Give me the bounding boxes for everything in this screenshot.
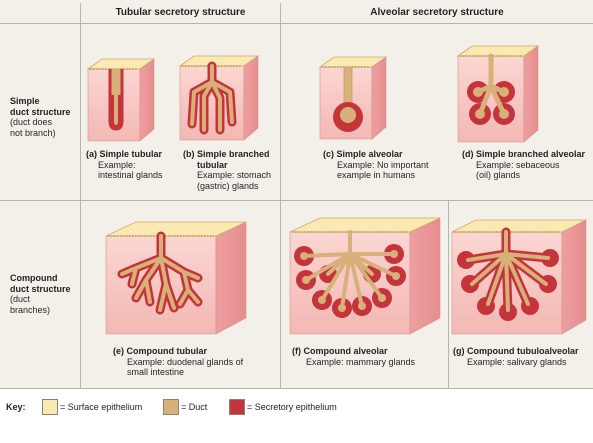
gland-c-illustration	[318, 56, 388, 140]
caption-line: example in humans	[337, 170, 416, 180]
row-label-simple: Simple duct structure (duct does not bra…	[10, 96, 71, 138]
caption-d: (d) Simple branched alveolar Example: se…	[462, 149, 585, 181]
secretory-swatch	[229, 399, 245, 415]
caption-line: (gastric) glands	[197, 180, 259, 191]
caption-line: Example: stomach	[197, 170, 272, 180]
gland-e-illustration	[105, 221, 247, 335]
grid-line	[80, 3, 81, 388]
header-alveolar: Alveolar secretory structure	[370, 7, 504, 18]
caption-line: small intestine	[127, 367, 185, 377]
caption-b: (b) Simple branched tubular Example: sto…	[183, 149, 271, 191]
caption-title: (d) Simple branched alveolar	[462, 149, 586, 159]
grid-line	[448, 200, 449, 388]
caption-f: (f) Compound alveolar Example: mammary g…	[292, 346, 415, 367]
caption-line: (oil) glands	[476, 170, 521, 180]
row-sub: not branch)	[10, 127, 56, 138]
key-surface: = Surface epithelium	[60, 402, 143, 412]
grid-line	[0, 23, 593, 24]
caption-title: (g) Compound tubuloalveolar	[453, 346, 579, 356]
gland-d-illustration	[456, 45, 540, 143]
caption-title: (e) Compound tubular	[113, 346, 207, 356]
caption-title: (a) Simple tubular	[86, 149, 163, 159]
header-tubular: Tubular secretory structure	[115, 7, 246, 18]
gland-a-illustration	[86, 58, 156, 142]
row-sub: (duct	[10, 294, 31, 304]
gland-b-illustration	[178, 55, 260, 141]
row-sub: branches)	[10, 304, 51, 315]
caption-line: Example: salivary glands	[467, 356, 567, 367]
row-title: duct structure	[10, 106, 71, 117]
row-sub: (duct does	[10, 117, 53, 127]
row-title: Simple	[10, 96, 40, 106]
grid-line	[0, 200, 593, 201]
row-title: Compound	[10, 273, 58, 283]
caption-line: Example: No important	[337, 159, 429, 170]
gland-f-illustration	[289, 217, 441, 335]
caption-line: tubular	[197, 159, 228, 170]
caption-line: Example: sebaceous	[476, 159, 560, 170]
grid-line	[280, 3, 281, 388]
caption-e: (e) Compound tubular Example: duodenal g…	[113, 346, 243, 378]
caption-a: (a) Simple tubular Example: intestinal g…	[86, 149, 163, 181]
key-label: Key:	[6, 402, 26, 412]
surface-swatch	[42, 399, 58, 415]
key-secretory: = Secretory epithelium	[247, 402, 337, 412]
caption-line: Example: mammary glands	[306, 356, 416, 367]
caption-line: intestinal glands	[98, 170, 163, 180]
caption-title: (f) Compound alveolar	[292, 346, 388, 356]
grid-line	[0, 388, 593, 389]
row-title: duct structure	[10, 283, 71, 294]
gland-g-illustration	[451, 219, 587, 335]
caption-title: (b) Simple branched	[183, 149, 270, 159]
caption-c: (c) Simple alveolar Example: No importan…	[323, 149, 429, 181]
caption-line: Example:	[98, 159, 136, 170]
caption-line: Example: duodenal glands of	[127, 356, 244, 367]
caption-title: (c) Simple alveolar	[323, 149, 403, 159]
row-label-compound: Compound duct structure (duct branches)	[10, 273, 71, 315]
duct-swatch	[163, 399, 179, 415]
key-duct: = Duct	[181, 402, 208, 412]
caption-g: (g) Compound tubuloalveolar Example: sal…	[453, 346, 579, 367]
